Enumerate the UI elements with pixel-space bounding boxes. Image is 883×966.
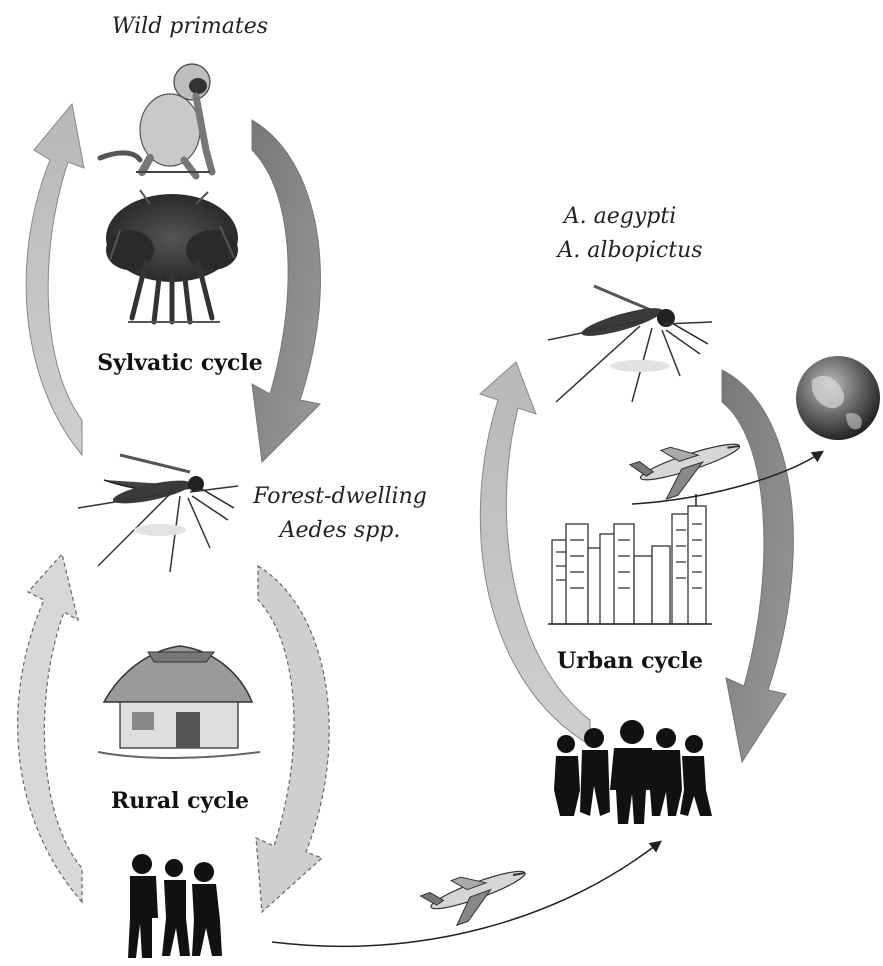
hut-icon [98, 646, 260, 758]
aegypti-label: A. aegypti [540, 204, 700, 229]
sylvatic-up-arrow [26, 104, 84, 455]
globe-icon [796, 356, 880, 440]
tree-icon [106, 190, 238, 322]
rural-cycle-label: Rural cycle [80, 788, 280, 814]
rural-people-silhouette-icon [128, 854, 222, 958]
rural-up-arrow [18, 554, 82, 902]
urban-cycle-label: Urban cycle [530, 648, 730, 674]
monkey-icon [100, 64, 212, 176]
rural-down-arrow [256, 566, 329, 912]
forest-dwelling-label: Forest-dwelling [240, 484, 440, 509]
sylvatic-down-arrow [252, 120, 320, 462]
urban-down-arrow [722, 370, 793, 762]
wild-primates-label: Wild primates [100, 14, 280, 39]
airplane-urban-icon [629, 427, 748, 507]
sylvatic-cycle-label: Sylvatic cycle [70, 350, 290, 376]
aedes-spp-label: Aedes spp. [250, 518, 430, 543]
urban-mosquito-icon [548, 286, 712, 402]
forest-mosquito-icon [78, 455, 238, 572]
airplane-rural-icon [419, 856, 534, 934]
city-skyline-icon [548, 494, 712, 624]
albopictus-label: A. albopictus [540, 238, 720, 263]
